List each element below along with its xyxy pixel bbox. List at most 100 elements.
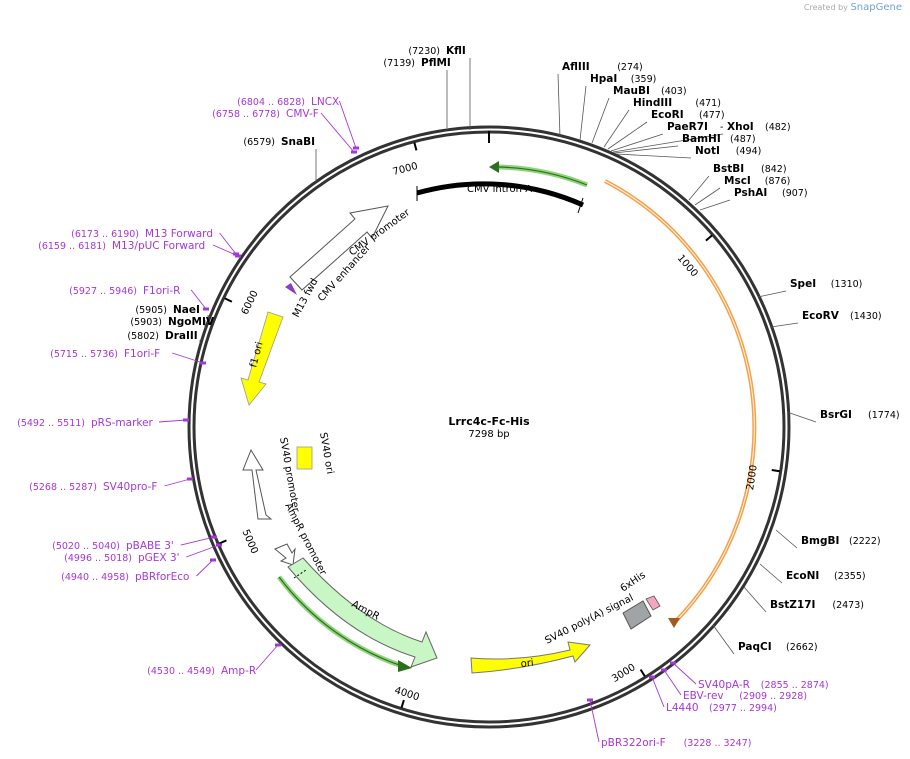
site-naei[interactable]: NaeI(5905) [135, 304, 209, 317]
site-econi[interactable]: EcoNI(2355) [759, 563, 866, 584]
sv40-polya-box[interactable] [622, 600, 652, 630]
site-afliii[interactable]: AflIII (274) [557, 61, 643, 138]
site-paer7i[interactable]: PaeR7I [610, 121, 708, 152]
insert-orange-arc[interactable] [604, 179, 757, 626]
primer-cmv-f[interactable]: CMV-F(6758 .. 6778) [212, 108, 357, 154]
primer-position: (5927 .. 5946) [69, 286, 137, 297]
site-xhoi[interactable]: XhoI(482)- [612, 121, 791, 153]
site-name: EcoRI [651, 109, 684, 121]
primer-f1ori-r[interactable]: F1ori-R (5927 .. 5946) [69, 285, 209, 311]
sv40-promoter-arrow[interactable] [242, 448, 273, 520]
primer-ebv-rev[interactable]: EBV-rev(2909 .. 2928) [661, 668, 807, 703]
site-hindiii[interactable]: HindIII(471) [603, 97, 721, 148]
site-position: (1430) [850, 311, 882, 322]
primer-prs-marker[interactable]: pRS-marker(5492 .. 5511) [17, 417, 189, 429]
primer-leader-line [186, 544, 220, 558]
site-leader-line [610, 133, 664, 152]
site-bstz17i[interactable]: BstZ17I(2473) [743, 586, 864, 613]
label-6xhis: 6xHis [619, 570, 648, 595]
site-name: AflIII [562, 61, 590, 73]
primer-pgex-3-[interactable]: pGEX 3'(4996 .. 5018) [64, 543, 222, 565]
site-position: (2222) [849, 536, 881, 547]
credit-prefix: Created by [803, 3, 848, 12]
site-position: (477) [699, 110, 725, 121]
site-position: (5905) [135, 305, 167, 316]
site-leader-line [712, 624, 735, 655]
tick-mark [400, 699, 405, 708]
primer-m13-puc-forward[interactable]: M13/pUC Forward(6159 .. 6181) [38, 240, 241, 258]
primer-leader-line [164, 478, 191, 487]
site-pflmi[interactable]: PflMI(7139) [383, 57, 451, 128]
site-msci[interactable]: MscI(876) [694, 175, 790, 206]
site-kfli[interactable]: KflI(7230) [408, 45, 471, 130]
site-paqci[interactable]: PaqCI(2662) [712, 624, 818, 655]
primer-position: (5715 .. 5736) [50, 349, 118, 360]
ampr-promoter-arrow[interactable] [274, 543, 296, 566]
snapgene-credit: Created by SnapGene [804, 2, 902, 13]
primer-name: F1ori-R [143, 285, 180, 297]
tick-mark [705, 234, 713, 242]
green-lower-arrowhead [398, 660, 412, 672]
site-position: (274) [617, 62, 643, 73]
site-bstbi[interactable]: BstBI(842) [688, 163, 787, 201]
primer-name: SV40pro-F [103, 481, 157, 493]
primer-leader-line [672, 662, 697, 685]
green-top-arrow[interactable] [496, 164, 588, 188]
site-ngomiv[interactable]: NgoMIV (5903) [130, 316, 215, 329]
primer-mark [216, 543, 222, 547]
m13-fwd-marker[interactable] [285, 283, 297, 295]
ampr-arrow[interactable] [287, 557, 438, 668]
site-name: DraIII [165, 330, 198, 342]
site-name: PaeR7I [667, 121, 708, 133]
site-hpai[interactable]: HpaI(359) [579, 73, 656, 141]
primer-pbabe-3-[interactable]: pBABE 3'(5020 .. 5040) [52, 535, 217, 553]
primer-sv40pro-f[interactable]: SV40pro-F(5268 .. 5287) [29, 477, 193, 494]
site-position: (5903) [130, 317, 162, 328]
site-name: EcoNI [786, 570, 819, 582]
site-position: (907) [782, 188, 808, 199]
primer-sv40pa-r[interactable]: SV40pA-R(2855 .. 2874) [670, 661, 829, 692]
site-bamhi[interactable]: BamHI(487) [613, 133, 756, 154]
site-draiii[interactable]: DraIII (5802) [127, 330, 201, 343]
sv40-ori-box[interactable] [296, 446, 313, 470]
site-spei[interactable]: SpeI(1310) [757, 278, 862, 298]
snapgene-logo: SnapGene [850, 2, 902, 13]
site-maubi[interactable]: MauBI(403) [591, 85, 687, 144]
site-noti[interactable]: NotI (494) [615, 145, 762, 159]
site-bmgbi[interactable]: BmgBI(2222) [775, 529, 881, 549]
primer-m13-forward[interactable]: M13 Forward(6173 .. 6190) [71, 228, 239, 256]
site-leader-line [759, 563, 783, 584]
cmv-promoter-arrow[interactable] [289, 205, 389, 291]
site-position: (1774) [868, 410, 900, 421]
6xhis-marker[interactable] [645, 595, 661, 611]
site-name: NotI [695, 145, 720, 157]
site-name: SnaBI [281, 136, 315, 148]
site-leader-line [775, 529, 798, 549]
primer-amp-r[interactable]: Amp-R(4530 .. 4549) [147, 643, 281, 678]
site-bsrgi[interactable]: BsrGI(1774) [786, 409, 900, 423]
site-ecorv[interactable]: EcoRV(1430) [770, 310, 882, 328]
primer-pbrforeco[interactable]: pBRforEco(4940 .. 4958) [61, 558, 216, 584]
primer-leader-line [320, 112, 355, 153]
cmv-intron-a-arc[interactable] [416, 181, 585, 208]
site-name: MscI [724, 175, 751, 187]
primer-f1ori-f[interactable]: F1ori-F(5715 .. 5736) [50, 348, 206, 365]
primer-l4440[interactable]: L4440(2977 .. 2994) [649, 675, 777, 715]
primer-pbr322ori-f[interactable]: pBR322ori-F(3228 .. 3247) [587, 698, 752, 750]
site-position: (7139) [383, 58, 415, 69]
site-snabi[interactable]: SnaBI(6579) [243, 136, 317, 182]
primer-leader-line [180, 536, 215, 546]
insert-arrowhead [668, 618, 680, 628]
ori-arrow[interactable] [470, 641, 591, 674]
primer-position: (3228 .. 3247) [684, 738, 752, 749]
site-name: NgoMIV [168, 316, 215, 328]
site-name: XhoI [727, 121, 754, 133]
site-position: (482) [765, 122, 791, 133]
site-name: MauBI [613, 85, 650, 97]
primer-lncx[interactable]: LNCX(6804 .. 6828) [237, 96, 359, 150]
f1-ori-arrow[interactable] [240, 311, 284, 406]
site-ecori[interactable]: EcoRI (477) [607, 109, 725, 150]
site-position: (494) [736, 146, 762, 157]
site-pshai[interactable]: PshAI(907) [699, 187, 808, 211]
site-position: (5802) [127, 331, 159, 342]
